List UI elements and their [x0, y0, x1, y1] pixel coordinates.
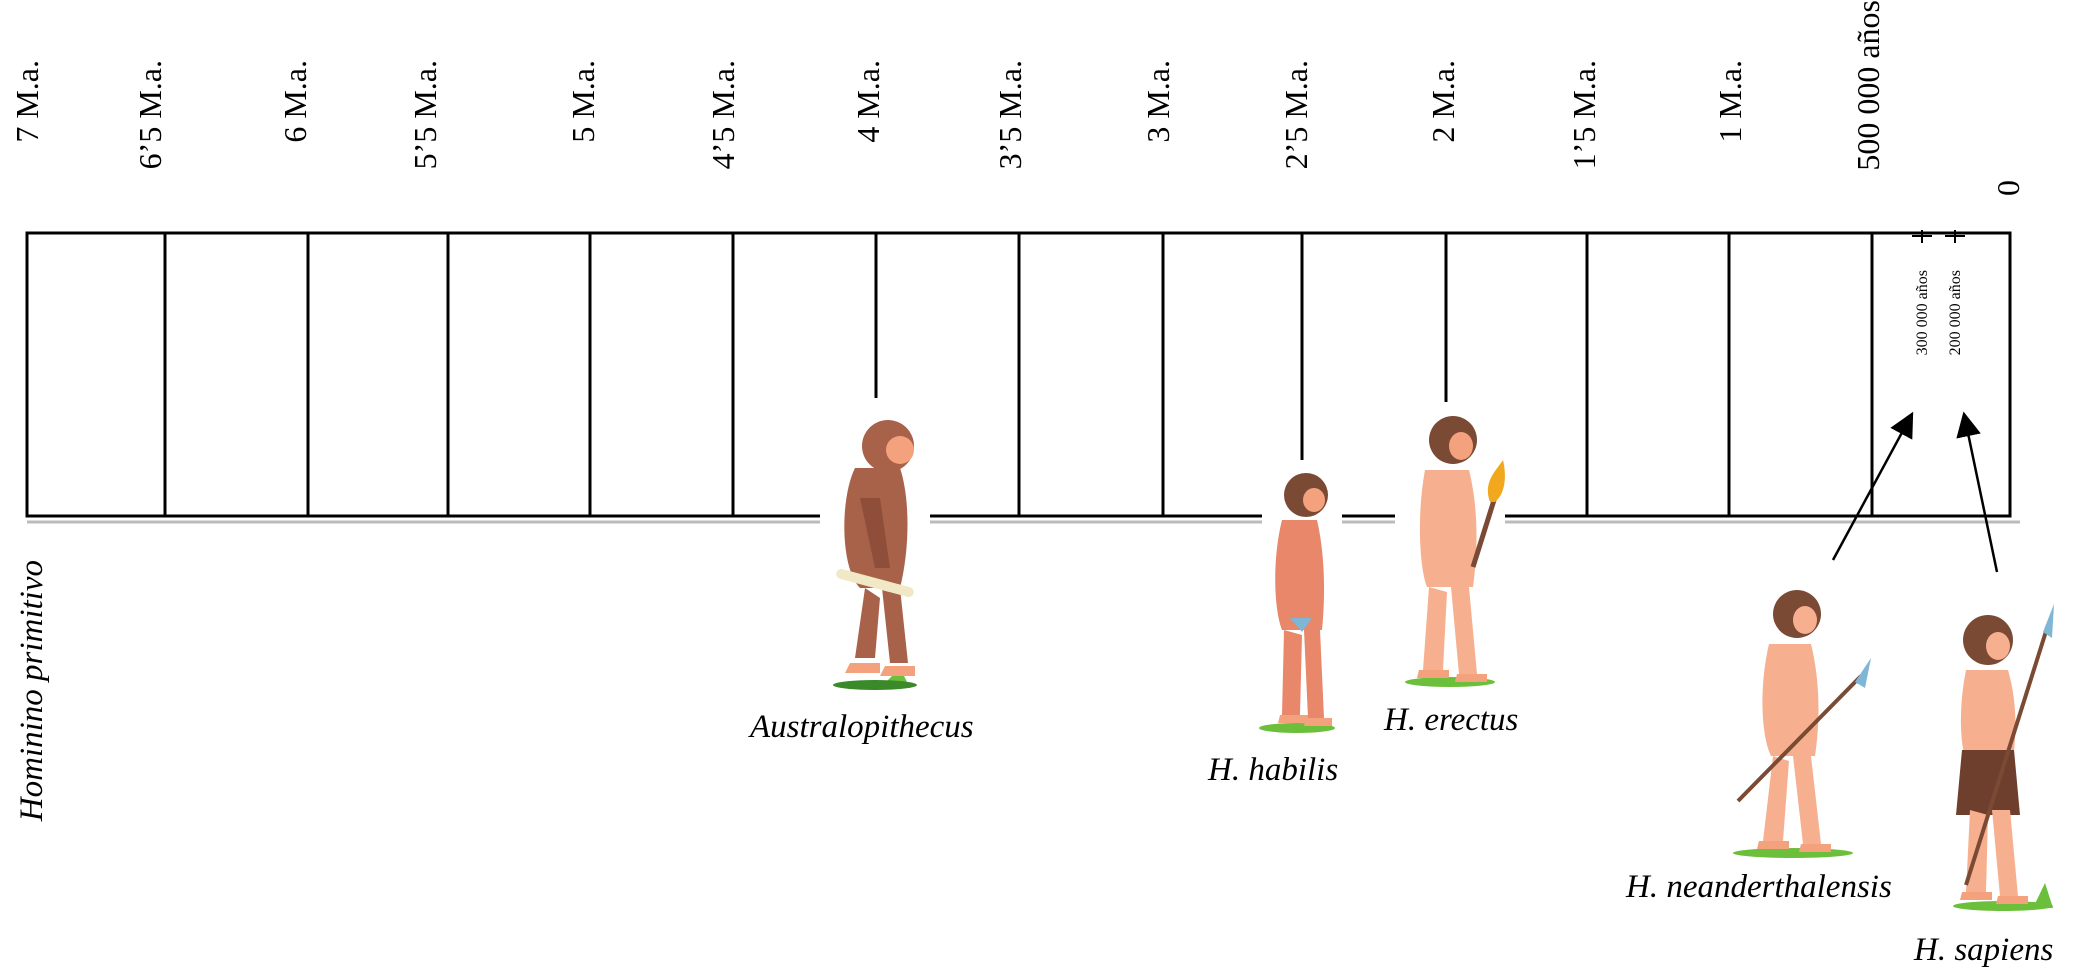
inset-label-300000: 300 000 años — [1914, 270, 1932, 355]
arrow-sapiens — [1964, 414, 1997, 572]
inset-label-200000: 200 000 años — [1947, 270, 1965, 355]
erectus-figure-icon — [1395, 402, 1505, 687]
species-label-sapiens: H. sapiens — [1908, 930, 2059, 971]
species-label-erectus: H. erectus — [1378, 700, 1524, 741]
timeline-dividers — [165, 233, 1872, 516]
sapiens-figure-icon — [1948, 600, 2058, 911]
species-label-australopithecus: Australopithecus — [744, 707, 980, 748]
australopithecus-figure-icon — [820, 398, 930, 690]
habilis-figure-icon — [1259, 460, 1342, 733]
side-label-hominino-primitivo: Hominino primitivo — [14, 560, 51, 821]
neanderthal-figure-icon — [1733, 576, 1873, 858]
species-label-habilis: H. habilis — [1202, 750, 1344, 791]
species-label-neanderthalensis: H. neanderthalensis — [1620, 867, 1898, 908]
